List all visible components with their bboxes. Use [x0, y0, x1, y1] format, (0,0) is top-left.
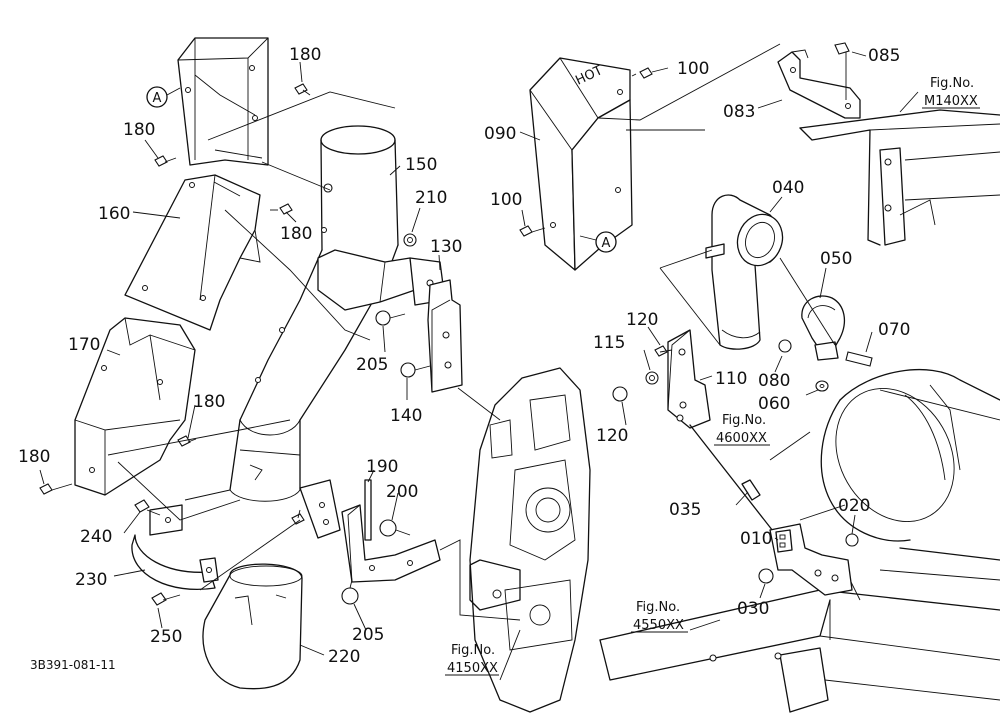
pipe-040	[705, 194, 784, 350]
clamp-230	[131, 504, 219, 590]
svg-text:4550XX: 4550XX	[633, 618, 684, 633]
bracket-083	[777, 49, 861, 119]
part-number-labels: 180 180 180 180 180 160 150 210 130 170 …	[18, 45, 910, 667]
part-label-080: 080	[758, 371, 790, 391]
part-label-205: 205	[352, 625, 384, 645]
svg-text:A: A	[153, 91, 162, 106]
part-label-180: 180	[18, 447, 50, 467]
part-label-160: 160	[98, 204, 130, 224]
top-frame-drawing	[799, 109, 1000, 246]
part-label-100: 100	[677, 59, 709, 79]
part-label-180: 180	[280, 224, 312, 244]
view-marker-a-left: A	[146, 86, 181, 108]
part-label-060: 060	[758, 394, 790, 414]
part-label-030: 030	[737, 599, 769, 619]
svg-text:4150XX: 4150XX	[447, 661, 498, 676]
cover-170	[74, 317, 196, 496]
svg-text:M140XX: M140XX	[924, 94, 978, 109]
part-label-090: 090	[484, 124, 516, 144]
part-label-150: 150	[405, 155, 437, 175]
part-label-250: 250	[150, 627, 182, 647]
part-label-083: 083	[723, 102, 755, 122]
bracket-130-clamp	[317, 249, 446, 311]
part-label-240: 240	[80, 527, 112, 547]
part-label-210: 210	[415, 188, 447, 208]
svg-text:Fig.No.: Fig.No.	[930, 76, 974, 91]
outlet-220	[202, 563, 303, 690]
part-label-180: 180	[193, 392, 225, 412]
bracket-190	[341, 479, 441, 583]
part-label-120: 120	[596, 426, 628, 446]
svg-text:Fig.No.: Fig.No.	[451, 643, 495, 658]
part-label-120: 120	[626, 310, 658, 330]
part-label-230: 230	[75, 570, 107, 590]
document-code: 3B391-081-11	[30, 658, 116, 672]
fig-ref-4550xx: Fig.No. 4550XX	[631, 600, 688, 633]
part-label-020: 020	[838, 496, 870, 516]
part-label-085: 085	[868, 46, 900, 66]
part-label-190: 190	[366, 457, 398, 477]
part-label-180: 180	[289, 45, 321, 65]
part-label-140: 140	[390, 406, 422, 426]
bolt-icons-right	[519, 42, 873, 584]
svg-text:4600XX: 4600XX	[716, 431, 767, 446]
bracket-010	[769, 523, 853, 596]
part-label-180: 180	[123, 120, 155, 140]
bracket-pipe-lower	[299, 479, 341, 539]
clamp-050	[801, 295, 846, 361]
part-label-130: 130	[430, 237, 462, 257]
view-marker-a-right: A	[579, 231, 617, 253]
part-label-040: 040	[772, 178, 804, 198]
bracket-110	[667, 329, 711, 429]
part-label-110: 110	[715, 369, 747, 389]
svg-text:Fig.No.: Fig.No.	[722, 413, 766, 428]
cover-160-lower	[124, 174, 261, 331]
rod-035	[689, 424, 781, 541]
part-label-220: 220	[328, 647, 360, 667]
part-label-170: 170	[68, 335, 100, 355]
cover-160-upper	[177, 37, 269, 166]
leader-lines-left	[39, 61, 521, 681]
engine-block-drawing	[469, 367, 591, 713]
bolt-icons-left	[39, 83, 431, 606]
fig-ref-m140xx: Fig.No. M140XX	[922, 76, 980, 109]
part-label-010: 010	[740, 529, 772, 549]
lower-frame-drawing	[599, 569, 1000, 713]
part-label-100: 100	[490, 190, 522, 210]
part-label-200: 200	[386, 482, 418, 502]
part-label-205: 205	[356, 355, 388, 375]
cover-090	[529, 57, 633, 271]
svg-text:A: A	[602, 236, 611, 251]
part-label-070: 070	[878, 320, 910, 340]
leader-lines-right	[519, 43, 919, 631]
svg-text:Fig.No.: Fig.No.	[636, 600, 680, 615]
part-label-035: 035	[669, 500, 701, 520]
bracket-130	[427, 279, 463, 393]
muffler-drawing	[820, 368, 1000, 561]
fig-ref-4150xx: Fig.No. 4150XX	[445, 643, 499, 676]
part-label-050: 050	[820, 249, 852, 269]
pipe-150	[229, 125, 399, 502]
part-label-115: 115	[593, 333, 625, 353]
fig-ref-4600xx: Fig.No. 4600XX	[714, 413, 770, 446]
